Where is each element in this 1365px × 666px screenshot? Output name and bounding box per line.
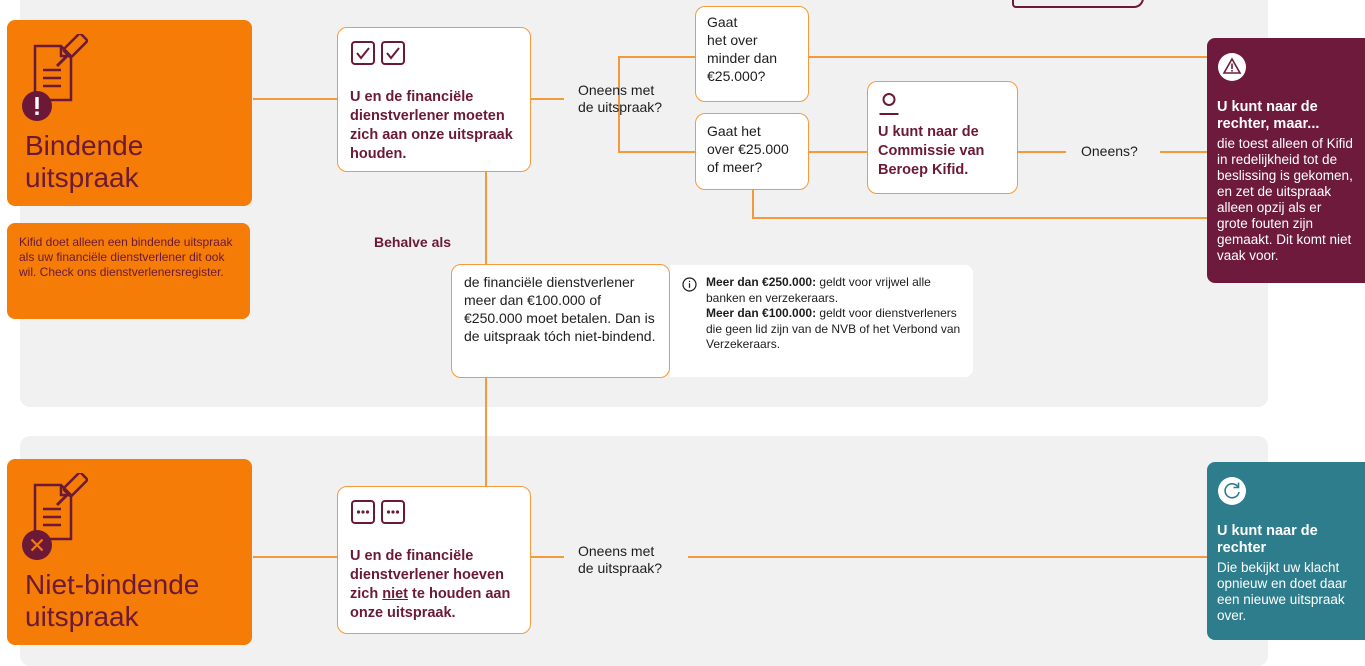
person-icon xyxy=(878,92,900,116)
connector xyxy=(688,556,1208,558)
info-text-1: geldt voor vrijwel alle banken en verzek… xyxy=(706,275,931,305)
disagree-label-top-line-1: Oneens met xyxy=(578,82,655,98)
exception-box: de financiële dienstverlener meer dan €1… xyxy=(451,264,670,378)
question-more-box: Gaat het over €25.000 of meer? xyxy=(695,113,809,190)
nonbinding-text-emph: niet xyxy=(382,586,409,602)
court-card: U kunt naar de rechter Die bekijkt uw kl… xyxy=(1207,462,1365,640)
connector xyxy=(530,98,564,100)
info-label-2: Meer dan €100.000: xyxy=(706,306,817,320)
binding-note-text: Kifid doet alleen een bindende uitspraak… xyxy=(19,235,233,279)
connector xyxy=(808,56,1208,58)
behalve-label: Behalve als xyxy=(374,234,452,250)
nonbinding-main-text: U en de financiële dienstverlener hoeven… xyxy=(350,547,518,623)
connector xyxy=(485,172,487,264)
connector xyxy=(808,151,868,153)
gavel-document-icon xyxy=(21,34,97,110)
question-more-line-3: of meer? xyxy=(707,159,763,175)
question-less-line-2: het over xyxy=(707,32,758,48)
disagree-label-top: Oneens met de uitspraak? xyxy=(578,82,688,116)
decorative-book-fragment xyxy=(1012,0,1144,8)
question-less-line-1: Gaat xyxy=(707,14,738,30)
court-warning-card: U kunt naar de rechter, maar... die toes… xyxy=(1207,38,1365,283)
info-icon xyxy=(682,277,697,292)
binding-title-line-2: uitspraak xyxy=(25,162,139,193)
binding-tile: Bindende uitspraak xyxy=(7,20,252,206)
disagree-label-top-line-2: de uitspraak? xyxy=(578,99,663,115)
nonbinding-text-pre: U en de financiële dienstverlener hoeven… xyxy=(350,548,504,602)
binding-main-text: U en de financiële dienstverlener moeten… xyxy=(350,89,513,162)
nonbinding-tile: Niet-bindende uitspraak xyxy=(7,459,252,645)
connector xyxy=(618,56,620,152)
ellipsis-icon xyxy=(350,499,412,525)
info-text-2: geldt voor dienstverleners die geen lid … xyxy=(706,306,961,351)
court-card-body: Die bekijkt uw klacht opnieuw en doet da… xyxy=(1217,560,1347,623)
nonbinding-title-line-1: Niet-bindende xyxy=(25,569,200,600)
binding-main-box: U en de financiële dienstverlener moeten… xyxy=(337,27,531,172)
court-warning-title: U kunt naar de rechter, maar... xyxy=(1217,99,1320,132)
disagree-label-bottom-line-1: Oneens met xyxy=(578,543,655,559)
connector xyxy=(253,556,337,558)
connector xyxy=(618,151,696,153)
binding-title-line-1: Bindende xyxy=(25,130,144,161)
connector xyxy=(253,98,337,100)
question-less-line-4: €25.000? xyxy=(707,68,766,84)
nonbinding-title-line-2: uitspraak xyxy=(25,601,139,632)
question-less-box: Gaat het over minder dan €25.000? xyxy=(695,6,809,102)
court-card-title: U kunt naar de rechter xyxy=(1217,523,1318,556)
info-label-1: Meer dan €250.000: xyxy=(706,275,817,289)
nonbinding-text-post: te houden aan onze uitspraak. xyxy=(350,586,511,621)
connector xyxy=(530,556,564,558)
question-more-line-1: Gaat het xyxy=(707,123,761,139)
connector xyxy=(752,217,1208,219)
commission-text: U kunt naar de Commissie van Beroep Kifi… xyxy=(878,124,985,178)
exclamation-icon xyxy=(21,90,53,122)
close-icon xyxy=(21,529,53,561)
connector xyxy=(485,378,487,486)
question-more-line-2: over €25.000 xyxy=(707,141,789,157)
checkbox-icon xyxy=(350,40,412,66)
question-less-line-3: minder dan xyxy=(707,50,778,66)
commission-box: U kunt naar de Commissie van Beroep Kifi… xyxy=(867,81,1018,194)
connector xyxy=(1017,151,1066,153)
connector xyxy=(752,190,754,218)
binding-note: Kifid doet alleen een bindende uitspraak… xyxy=(7,223,250,319)
gavel-document-icon xyxy=(21,473,97,549)
court-warning-body: die toest alleen of Kifid in redelijkhei… xyxy=(1217,136,1353,263)
exception-text: de financiële dienstverlener meer dan €1… xyxy=(464,274,656,344)
disagree-label-bottom: Oneens met de uitspraak? xyxy=(578,543,688,577)
connector xyxy=(618,56,696,58)
info-text: Meer dan €250.000: geldt voor vrijwel al… xyxy=(706,275,961,353)
warning-icon xyxy=(1217,52,1247,82)
connector xyxy=(1160,151,1208,153)
oneens-label: Oneens? xyxy=(1081,143,1138,159)
refresh-icon xyxy=(1217,476,1247,506)
disagree-label-bottom-line-2: de uitspraak? xyxy=(578,560,663,576)
info-box: Meer dan €250.000: geldt voor vrijwel al… xyxy=(670,265,973,377)
nonbinding-main-box: U en de financiële dienstverlener hoeven… xyxy=(337,486,531,634)
